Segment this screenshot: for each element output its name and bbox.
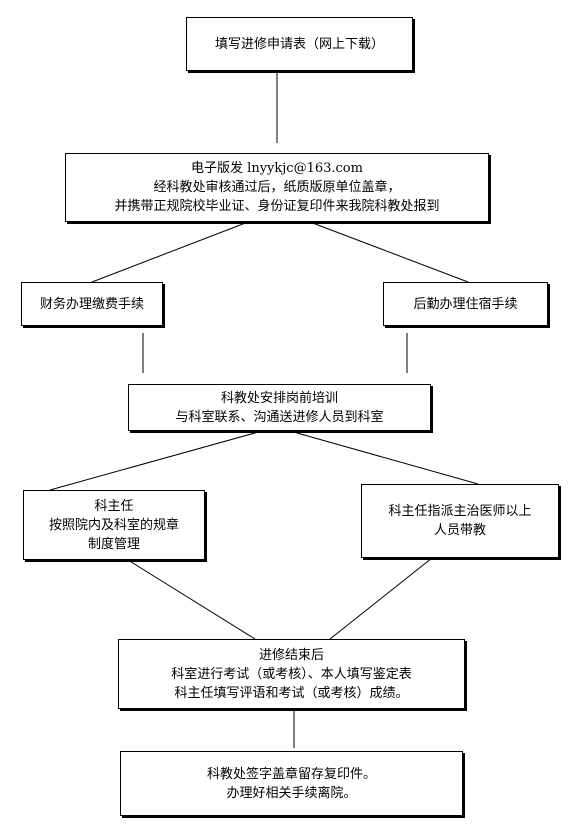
- step5-supervisor-box: 科主任指派主治医师以上人员带教: [361, 484, 559, 558]
- box-text-line: 经科教处审核通过后，纸质版原单位盖章，: [153, 180, 401, 195]
- box-text-line: 填写进修申请表（网上下载）: [214, 36, 384, 52]
- step6-completion-box: 进修结束后科室进行考试（或考核）、本人填写鉴定表科主任填写评语和考试（或考核）成…: [118, 639, 465, 709]
- step3-logistics-box: 后勤办理住宿手续: [383, 282, 548, 326]
- box-text-line: 制度管理: [87, 536, 140, 552]
- step1-apply-box: 填写进修申请表（网上下载）: [186, 17, 413, 71]
- box-text-line: 按照院内及科室的规章: [48, 517, 179, 533]
- box-text-line: 办理好相关手续离院。: [226, 785, 357, 801]
- box-text-line: 后勤办理住宿手续: [413, 296, 518, 312]
- box-text-line: 科教处签字盖章留存复印件。: [206, 766, 376, 782]
- box-text-line: 科主任指派主治医师以上: [388, 504, 532, 519]
- box-text-line: 电子版发 lnyykjc@163.com: [191, 161, 363, 176]
- connector-left-step6: [127, 559, 256, 640]
- box-text-line: 进修结束后: [258, 647, 324, 663]
- connector-step4-left: [49, 430, 263, 491]
- box-text-line: 科教处安排岗前培训: [220, 390, 338, 406]
- box-text-line: 并携带正规院校毕业证、身份证复印件来我院科教处报到: [114, 199, 440, 214]
- box-text-line: 科主任填写评语和考试（或考核）成绩。: [174, 685, 409, 701]
- connector-step2-logistics: [309, 221, 469, 283]
- step7-leave-box: 科教处签字盖章留存复印件。办理好相关手续离院。: [120, 751, 463, 816]
- connector-step2-finance: [91, 221, 249, 283]
- box-text-line: 科室进行考试（或考核）、本人填写鉴定表: [171, 666, 412, 682]
- step4-training-box: 科教处安排岗前培训与科室联系、沟通送进修人员到科室: [128, 384, 431, 431]
- box-text-line: 人员带教: [433, 523, 486, 538]
- step3-finance-box: 财务办理缴费手续: [21, 282, 163, 326]
- connector-step4-right: [289, 430, 479, 485]
- connector-right-step6: [329, 557, 433, 640]
- box-text-line: 与科室联系、沟通送进修人员到科室: [175, 409, 384, 425]
- box-text-line: 财务办理缴费手续: [39, 296, 144, 312]
- box-text-line: 科主任: [94, 498, 134, 514]
- step2-review-box: 电子版发 lnyykjc@163.com 经科教处审核通过后，纸质版原单位盖章， 并…: [65, 153, 489, 222]
- step5-director-box: 科主任按照院内及科室的规章制度管理: [23, 490, 205, 560]
